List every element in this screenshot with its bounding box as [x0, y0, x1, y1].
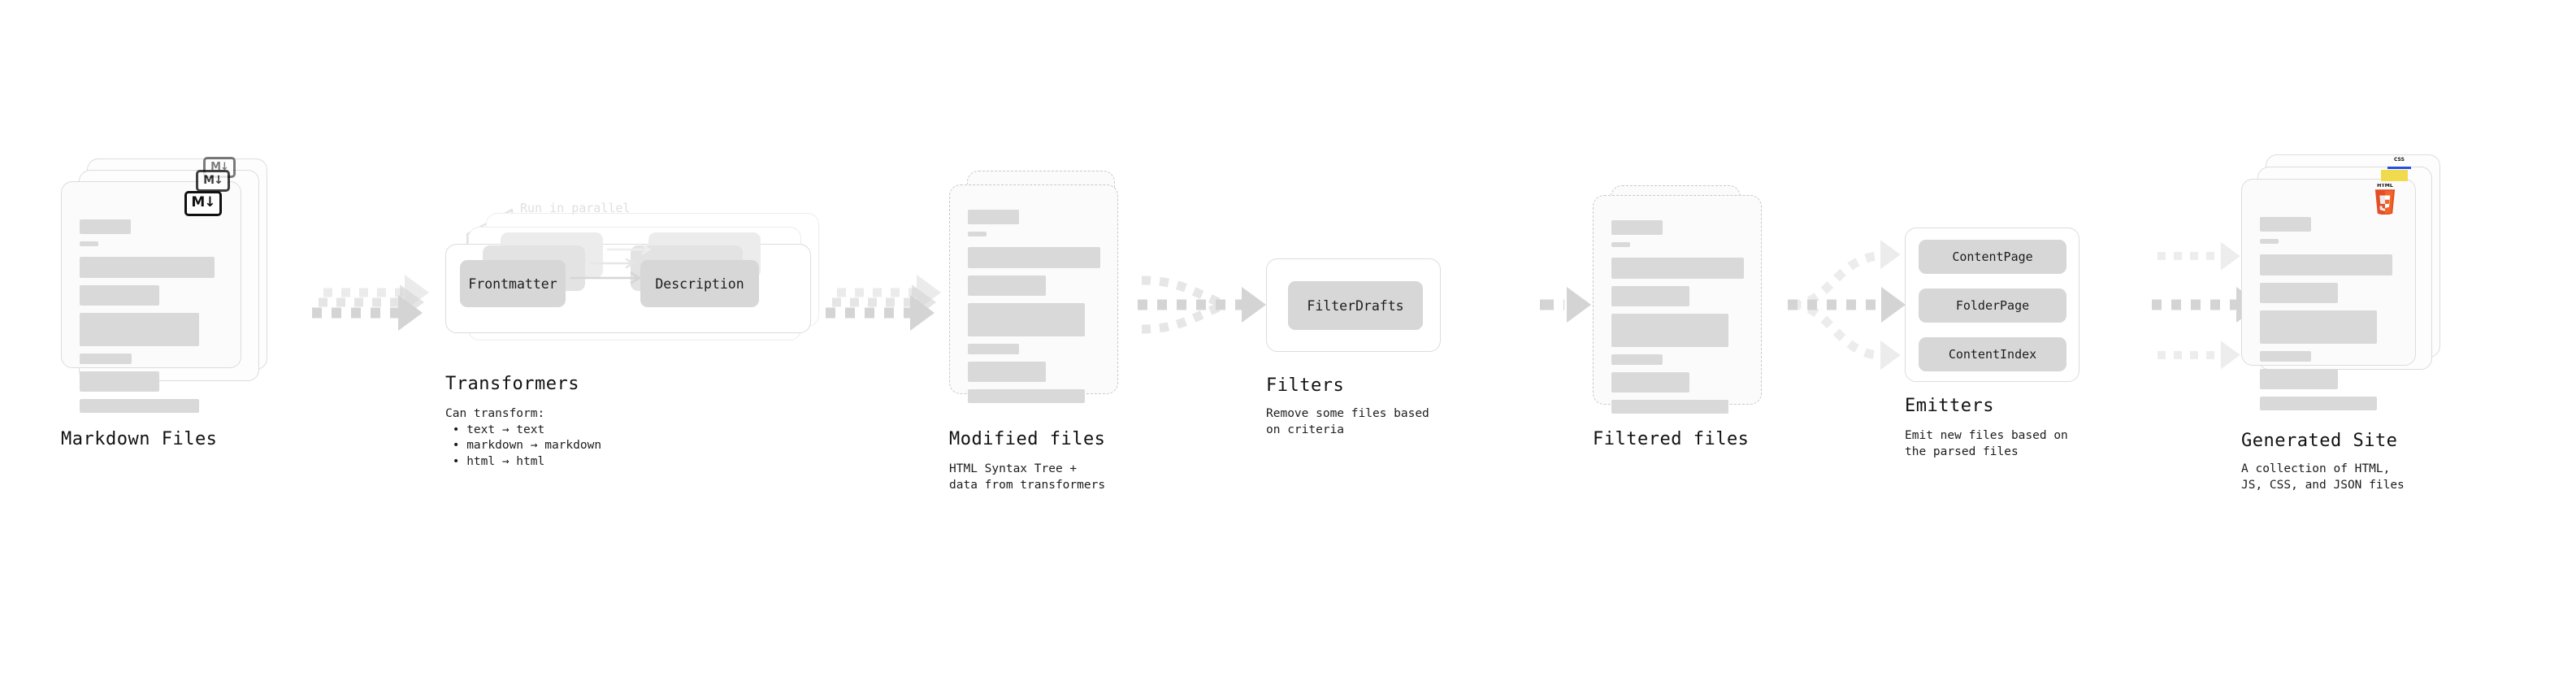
site-card-body: [2260, 217, 2400, 410]
filtered-files-stack: [1593, 185, 1837, 453]
transformer-chip-frontmatter-label: Frontmatter: [468, 275, 557, 292]
markdown-icon-glyph: M: [191, 194, 205, 210]
transformer-chip-description-label: Description: [655, 275, 744, 292]
filtered-card-front: [1593, 195, 1762, 414]
transformer-chip-frontmatter[interactable]: Frontmatter: [460, 260, 566, 307]
markdown-icon-arrow: ↓: [204, 194, 215, 210]
content-bar: [2260, 283, 2338, 303]
generated-site-title: Generated Site: [2241, 431, 2398, 451]
emitter-chip-contentpage-label: ContentPage: [1952, 249, 2033, 264]
modified-files-title: Modified files: [949, 429, 1106, 449]
content-bar: [80, 219, 131, 234]
content-bar: [2260, 239, 2279, 244]
transformer-chip-description[interactable]: Description: [640, 260, 759, 307]
arrow-markdown-to-transformers: [312, 275, 429, 331]
generated-site-subtitle: A collection of HTML, JS, CSS, and JSON …: [2241, 462, 2405, 492]
content-bar: [80, 285, 159, 306]
content-bar: [968, 247, 1100, 268]
filters-box: FilterDrafts: [1266, 258, 1441, 352]
transformers-group: Frontmatter Description: [445, 213, 827, 363]
content-bar: [1611, 400, 1728, 414]
emitters-box: ContentPage FolderPage ContentIndex: [1905, 228, 2079, 382]
emitter-chip-contentindex[interactable]: ContentIndex: [1919, 337, 2066, 371]
modified-files-subtitle: HTML Syntax Tree + data from transformer…: [949, 462, 1106, 492]
content-bar: [968, 303, 1085, 336]
css-icon-label: CSS: [2394, 157, 2405, 163]
filters-title: Filters: [1266, 375, 1345, 396]
modified-files-stack: [949, 171, 1193, 439]
content-bar: [968, 344, 1019, 354]
filter-chip-filterdrafts[interactable]: FilterDrafts: [1288, 281, 1423, 330]
content-bar: [1611, 314, 1728, 347]
content-bar: [80, 399, 199, 413]
markdown-icon: M↓: [184, 191, 222, 216]
markdown-icon-glyph-mid: M: [203, 173, 215, 187]
content-bar: [2260, 397, 2377, 410]
markdown-files-stack: M↓ M↓ M↓: [61, 157, 305, 427]
content-bar: [968, 389, 1085, 403]
content-bar: [1611, 354, 1663, 365]
content-bar: [80, 257, 215, 278]
content-bar: [80, 371, 159, 392]
modified-card-front: [949, 184, 1118, 403]
markdown-icon-mid: M↓: [196, 170, 230, 192]
content-bar: [2260, 217, 2311, 232]
html5-icon: HTML: [2371, 184, 2399, 215]
emitters-subtitle: Emit new files based on the parsed files: [1905, 429, 2068, 458]
content-bar: [968, 275, 1046, 296]
filtered-card-body: [1611, 220, 1746, 414]
content-bar: [968, 210, 1019, 224]
content-bar: [80, 313, 199, 346]
filter-chip-filterdrafts-label: FilterDrafts: [1307, 297, 1404, 314]
markdown-icon-arrow-back: ↓: [220, 160, 229, 173]
emitter-chip-folderpage[interactable]: FolderPage: [1919, 288, 2066, 323]
generated-site-stack: CSS HTML: [2241, 154, 2485, 431]
content-bar: [80, 241, 98, 246]
markdown-icon-arrow-mid: ↓: [214, 173, 223, 187]
content-bar: [1611, 258, 1744, 279]
markdown-icon-glyph-back: M: [210, 160, 221, 173]
arrow-transformers-to-modified: [826, 275, 941, 331]
content-bar: [2260, 351, 2311, 362]
arrow-filters-to-filtered: [1540, 287, 1591, 323]
filters-subtitle: Remove some files based on criteria: [1266, 407, 1429, 436]
filtered-files-title: Filtered files: [1593, 429, 1750, 449]
emitter-chip-folderpage-label: FolderPage: [1955, 298, 2030, 313]
content-bar: [968, 362, 1046, 382]
emitter-chip-contentindex-label: ContentIndex: [1948, 347, 2037, 362]
content-bar: [1611, 286, 1689, 306]
content-bar: [1611, 242, 1630, 247]
svg-text:HTML: HTML: [2377, 184, 2393, 189]
transformers-subtitle: Can transform: • text → text • markdown …: [445, 407, 602, 468]
run-in-parallel-label: Run in parallel: [520, 201, 631, 215]
content-bar: [1611, 220, 1663, 235]
content-bar: [2260, 369, 2338, 389]
modified-card-body: [968, 210, 1103, 403]
css-icon: CSS: [2387, 157, 2411, 169]
content-bar: [2260, 254, 2392, 275]
transformer-inner-arrows: [570, 244, 652, 284]
content-bar: [1611, 372, 1689, 393]
content-bar: [2260, 310, 2377, 344]
content-bar: [968, 232, 987, 236]
markdown-card-front: [61, 181, 241, 413]
content-bar: [80, 354, 132, 364]
transformers-title: Transformers: [445, 374, 579, 394]
emitter-chip-contentpage[interactable]: ContentPage: [1919, 240, 2066, 274]
emitters-title: Emitters: [1905, 396, 1994, 416]
markdown-files-title: Markdown Files: [61, 429, 218, 449]
markdown-card-body: [80, 219, 226, 413]
js-icon: [2381, 170, 2408, 181]
